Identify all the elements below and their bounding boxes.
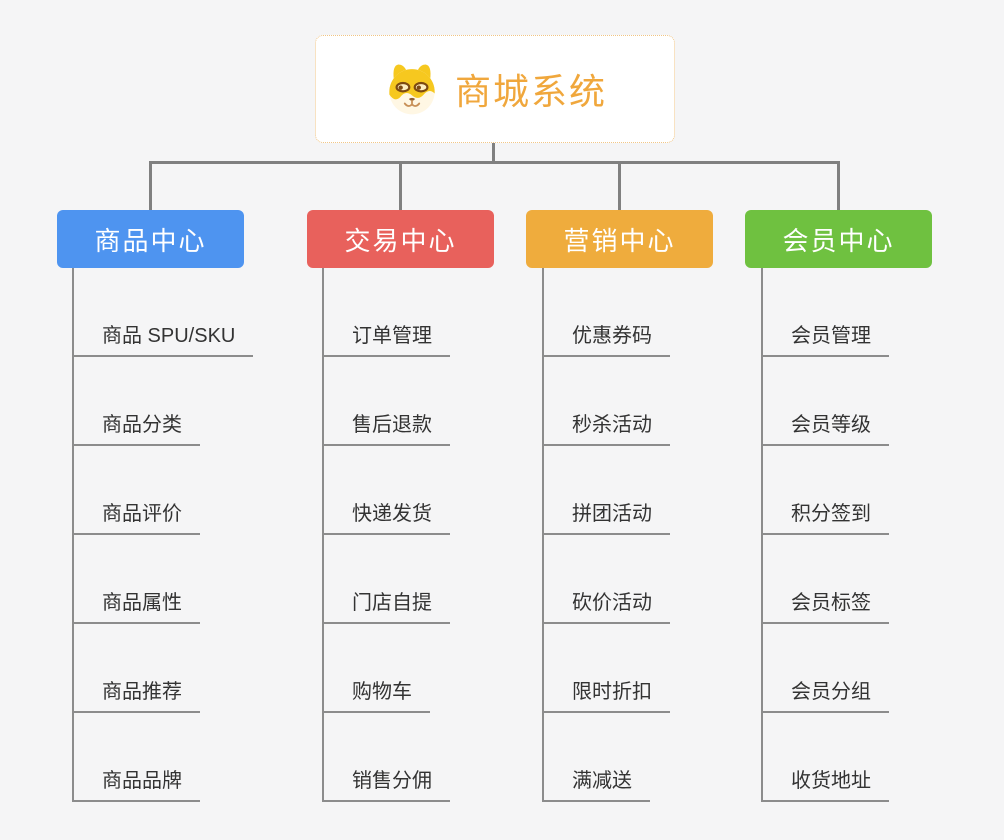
leaf-row: 会员标签 (761, 535, 889, 624)
leaf-row: 商品推荐 (72, 624, 253, 713)
connector-drop-3 (618, 161, 621, 210)
leaf-row: 收货地址 (761, 713, 889, 802)
leaf-row: 快递发货 (322, 446, 450, 535)
leaf-item[interactable]: 积分签到 (761, 497, 889, 535)
leaf-item[interactable]: 商品 SPU/SKU (72, 319, 254, 357)
leaf-row: 商品属性 (72, 535, 253, 624)
connector-drop-2 (399, 161, 402, 210)
leaf-item[interactable]: 会员标签 (761, 586, 889, 624)
leaf-item[interactable]: 快递发货 (322, 497, 450, 535)
leaf-row: 会员管理 (761, 268, 889, 357)
leaf-item[interactable]: 优惠券码 (542, 319, 670, 357)
leaf-row: 商品评价 (72, 446, 253, 535)
branch-marketing-center[interactable]: 营销中心 (526, 210, 713, 268)
leaf-list-product-center: 商品 SPU/SKU 商品分类商品评价商品属性商品推荐商品品牌 (72, 268, 254, 802)
branch-member-center[interactable]: 会员中心 (745, 210, 932, 268)
leaf-row: 限时折扣 (542, 624, 670, 713)
leaf-row: 商品 SPU/SKU (72, 268, 254, 357)
connector-root-stub (492, 143, 495, 163)
connector-drop-1 (149, 161, 152, 210)
leaf-row: 购物车 (322, 624, 450, 713)
leaf-list-member-center: 会员管理会员等级积分签到会员标签会员分组收货地址 (761, 268, 889, 802)
leaf-item[interactable]: 商品评价 (72, 497, 200, 535)
leaf-item[interactable]: 商品品牌 (72, 764, 200, 802)
leaf-row: 拼团活动 (542, 446, 670, 535)
leaf-row: 会员等级 (761, 357, 889, 446)
leaf-item[interactable]: 会员分组 (761, 675, 889, 713)
leaf-row: 商品分类 (72, 357, 253, 446)
leaf-row: 门店自提 (322, 535, 450, 624)
leaf-trunk-line (761, 268, 763, 802)
leaf-trunk-line (542, 268, 544, 802)
root-title: 商城系统 (454, 71, 607, 112)
leaf-item[interactable]: 门店自提 (322, 586, 450, 624)
leaf-item[interactable]: 售后退款 (322, 408, 450, 446)
connector-bus (149, 161, 840, 164)
connector-drop-4 (837, 161, 840, 210)
leaf-item[interactable]: 会员等级 (761, 408, 889, 446)
leaf-list-trade-center: 订单管理售后退款快递发货门店自提购物车销售分佣 (322, 268, 450, 802)
dog-icon (389, 64, 435, 115)
leaf-item[interactable]: 收货地址 (761, 764, 889, 802)
leaf-row: 商品品牌 (72, 713, 253, 802)
leaf-item[interactable]: 拼团活动 (542, 497, 670, 535)
leaf-item[interactable]: 购物车 (322, 675, 430, 713)
leaf-item[interactable]: 订单管理 (322, 319, 450, 357)
leaf-item[interactable]: 秒杀活动 (542, 408, 670, 446)
leaf-item[interactable]: 限时折扣 (542, 675, 670, 713)
leaf-row: 售后退款 (322, 357, 450, 446)
branch-product-center[interactable]: 商品中心 (57, 210, 244, 268)
leaf-row: 满减送 (542, 713, 670, 802)
leaf-item[interactable]: 商品推荐 (72, 675, 200, 713)
leaf-item[interactable]: 满减送 (542, 764, 650, 802)
leaf-row: 积分签到 (761, 446, 889, 535)
leaf-item[interactable]: 砍价活动 (542, 586, 670, 624)
leaf-row: 优惠券码 (542, 268, 670, 357)
leaf-item[interactable]: 商品分类 (72, 408, 200, 446)
leaf-list-marketing-center: 优惠券码秒杀活动拼团活动砍价活动限时折扣满减送 (542, 268, 670, 802)
leaf-row: 秒杀活动 (542, 357, 670, 446)
leaf-item[interactable]: 销售分佣 (322, 764, 450, 802)
leaf-trunk-line (322, 268, 324, 802)
leaf-row: 销售分佣 (322, 713, 450, 802)
leaf-row: 砍价活动 (542, 535, 670, 624)
leaf-row: 会员分组 (761, 624, 889, 713)
root-topic[interactable]: 商城系统 (315, 35, 675, 143)
leaf-item[interactable]: 会员管理 (761, 319, 889, 357)
leaf-trunk-line (72, 268, 74, 802)
branch-trade-center[interactable]: 交易中心 (307, 210, 494, 268)
leaf-item[interactable]: 商品属性 (72, 586, 200, 624)
leaf-row: 订单管理 (322, 268, 450, 357)
